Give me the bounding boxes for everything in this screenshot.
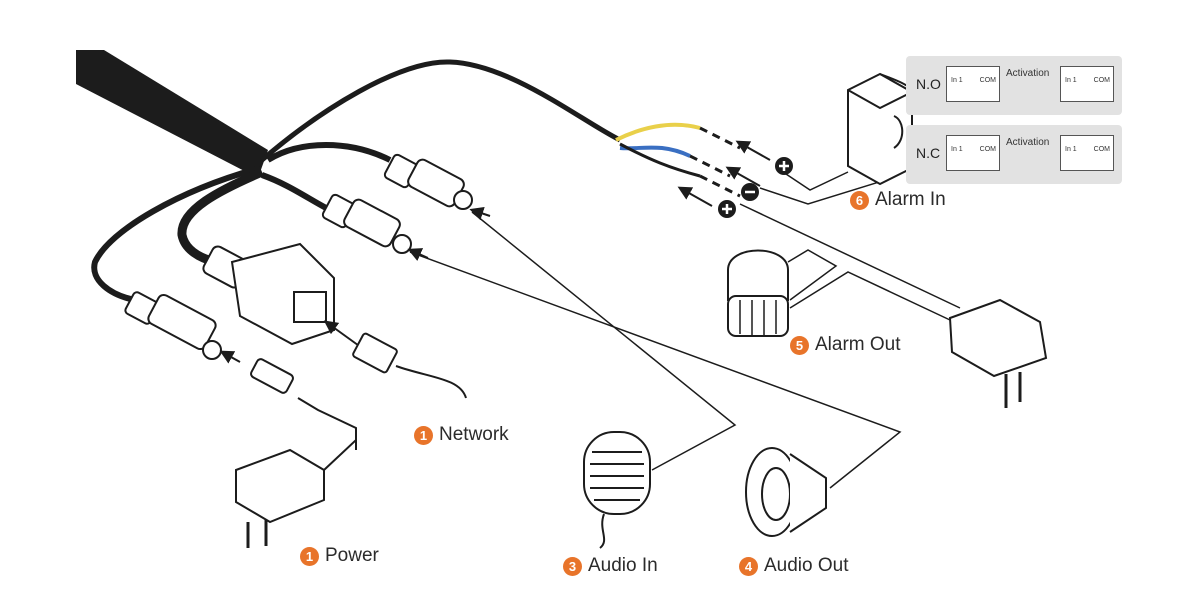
number-badge: 6 [850, 190, 869, 210]
minus-icon [741, 183, 759, 201]
switch-open-box: In 1 COM [946, 66, 1000, 102]
panel-tag: N.O [916, 76, 941, 92]
audio-in-connector [383, 153, 473, 210]
alarm-adapter [948, 298, 1048, 408]
audio-out-cable [260, 172, 332, 213]
label-audio-in: 3 Audio In [563, 555, 658, 577]
microphone-icon [583, 431, 651, 549]
label-network: 1 Network [414, 424, 509, 446]
label-alarm-out: 5 Alarm Out [790, 334, 901, 356]
switch-closed-box: In 1 COM [946, 135, 1000, 171]
network-cable [177, 167, 264, 267]
number-badge: 1 [300, 546, 319, 566]
label-alarm-in: 6 Alarm In [850, 189, 946, 211]
number-badge: 1 [414, 425, 433, 445]
network-plug [323, 320, 467, 399]
audio-in-cable [266, 142, 392, 163]
alarm-panel-nc: N.C In 1 COM Activation In 1 COM [906, 125, 1122, 184]
alarm-wire-bundle [260, 59, 622, 162]
activation-label: Activation [1006, 68, 1050, 79]
plus-icon [775, 157, 793, 175]
panel-tag: N.C [916, 145, 941, 161]
switch-open-box: In 1 COM [1060, 135, 1114, 171]
alarm-wire-yellow [615, 122, 701, 142]
number-badge: 3 [563, 556, 582, 576]
power-plug [219, 350, 357, 440]
power-cable [91, 165, 261, 303]
power-adapter [235, 437, 357, 548]
label-audio-out: 4 Audio Out [739, 555, 849, 577]
switch-closed-box: In 1 COM [1060, 66, 1114, 102]
audio-out-connector [321, 193, 412, 254]
speaker-icon [745, 447, 827, 537]
number-badge: 5 [790, 335, 809, 355]
number-badge: 4 [739, 556, 758, 576]
audio-in-line [471, 211, 737, 471]
network-connector [202, 242, 335, 346]
activation-label: Activation [1006, 137, 1050, 148]
label-power: 1 Power [300, 545, 379, 567]
power-connector [124, 291, 222, 360]
audio-out-line [409, 251, 902, 489]
motion-sensor-icon [847, 72, 914, 186]
beacon-icon [727, 249, 789, 337]
plus-icon [718, 200, 736, 218]
main-cable [76, 50, 268, 178]
alarm-panel-no: N.O In 1 COM Activation In 1 COM [906, 56, 1122, 115]
